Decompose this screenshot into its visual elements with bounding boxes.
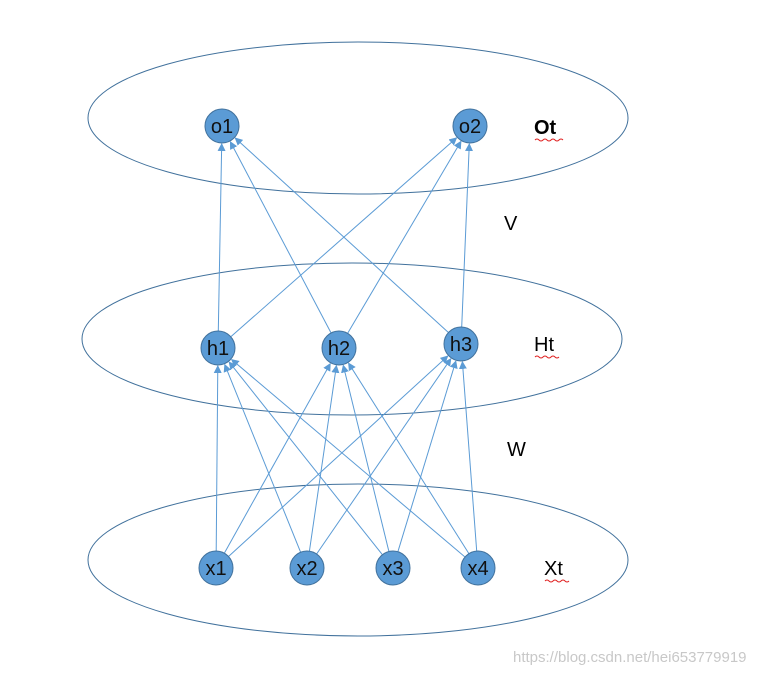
node-h1: h1 — [200, 330, 236, 366]
node-label: o1 — [211, 116, 233, 138]
node-label: x1 — [205, 558, 226, 580]
node-label: o2 — [459, 116, 481, 138]
node-o1: o1 — [204, 108, 240, 144]
edge-h1-to-o1 — [217, 143, 226, 332]
edge-x1-to-h2 — [223, 362, 331, 554]
edge-x3-to-h3 — [397, 360, 458, 552]
connection-edges — [213, 137, 478, 558]
output-layer-label: Ot — [534, 117, 557, 139]
edge-x4-to-h2 — [348, 362, 470, 554]
node-label: h2 — [328, 338, 350, 360]
edge-x3-to-h1 — [228, 361, 383, 556]
input-label-spell-underline — [544, 579, 570, 583]
node-h2: h2 — [321, 330, 357, 366]
node-circle — [443, 326, 479, 362]
node-circle — [200, 330, 236, 366]
edge-h3-to-o1 — [234, 137, 449, 333]
watermark: https://blog.csdn.net/hei653779919 — [513, 649, 747, 666]
hidden-layer-label: Ht — [534, 334, 554, 356]
node-label: x2 — [296, 558, 317, 580]
input-layer-label: Xt — [544, 558, 563, 580]
node-x1: x1 — [198, 550, 234, 586]
node-circle — [321, 330, 357, 366]
edge-x1-to-h3 — [228, 355, 449, 557]
output-label-spell-underline — [534, 138, 564, 142]
edge-x4-to-h1 — [230, 358, 466, 558]
edge-h2-to-o1 — [229, 141, 332, 334]
edge-x2-to-h3 — [316, 357, 452, 555]
edge-x3-to-h2 — [341, 364, 390, 552]
edge-x1-to-h1 — [213, 365, 222, 552]
node-circle — [460, 550, 496, 586]
node-circle — [198, 550, 234, 586]
node-h3: h3 — [443, 326, 479, 362]
hidden-label-spell-underline — [534, 355, 560, 359]
node-x4: x4 — [460, 550, 496, 586]
node-circle — [289, 550, 325, 586]
node-circle — [204, 108, 240, 144]
node-x3: x3 — [375, 550, 411, 586]
edge-x4-to-h3 — [458, 360, 478, 552]
node-circle — [452, 108, 488, 144]
node-label: x3 — [382, 558, 403, 580]
node-label: x4 — [467, 558, 488, 580]
edge-h2-to-o2 — [347, 140, 462, 334]
neuron-nodes: o1 o2 h1 h2 h3 x1 x2 x3 x4 — [198, 108, 496, 586]
node-x2: x2 — [289, 550, 325, 586]
hidden-layer-ellipse — [81, 262, 623, 416]
weight-label-v: V — [504, 213, 518, 235]
input-layer-ellipse — [87, 483, 629, 637]
edge-x2-to-h2 — [308, 364, 340, 552]
output-layer-ellipse — [87, 41, 629, 195]
node-circle — [375, 550, 411, 586]
node-o2: o2 — [452, 108, 488, 144]
edge-h3-to-o2 — [461, 143, 474, 328]
node-label: h3 — [450, 334, 472, 356]
node-label: h1 — [207, 338, 229, 360]
edge-x2-to-h1 — [223, 363, 302, 553]
weight-label-w: W — [507, 439, 526, 461]
